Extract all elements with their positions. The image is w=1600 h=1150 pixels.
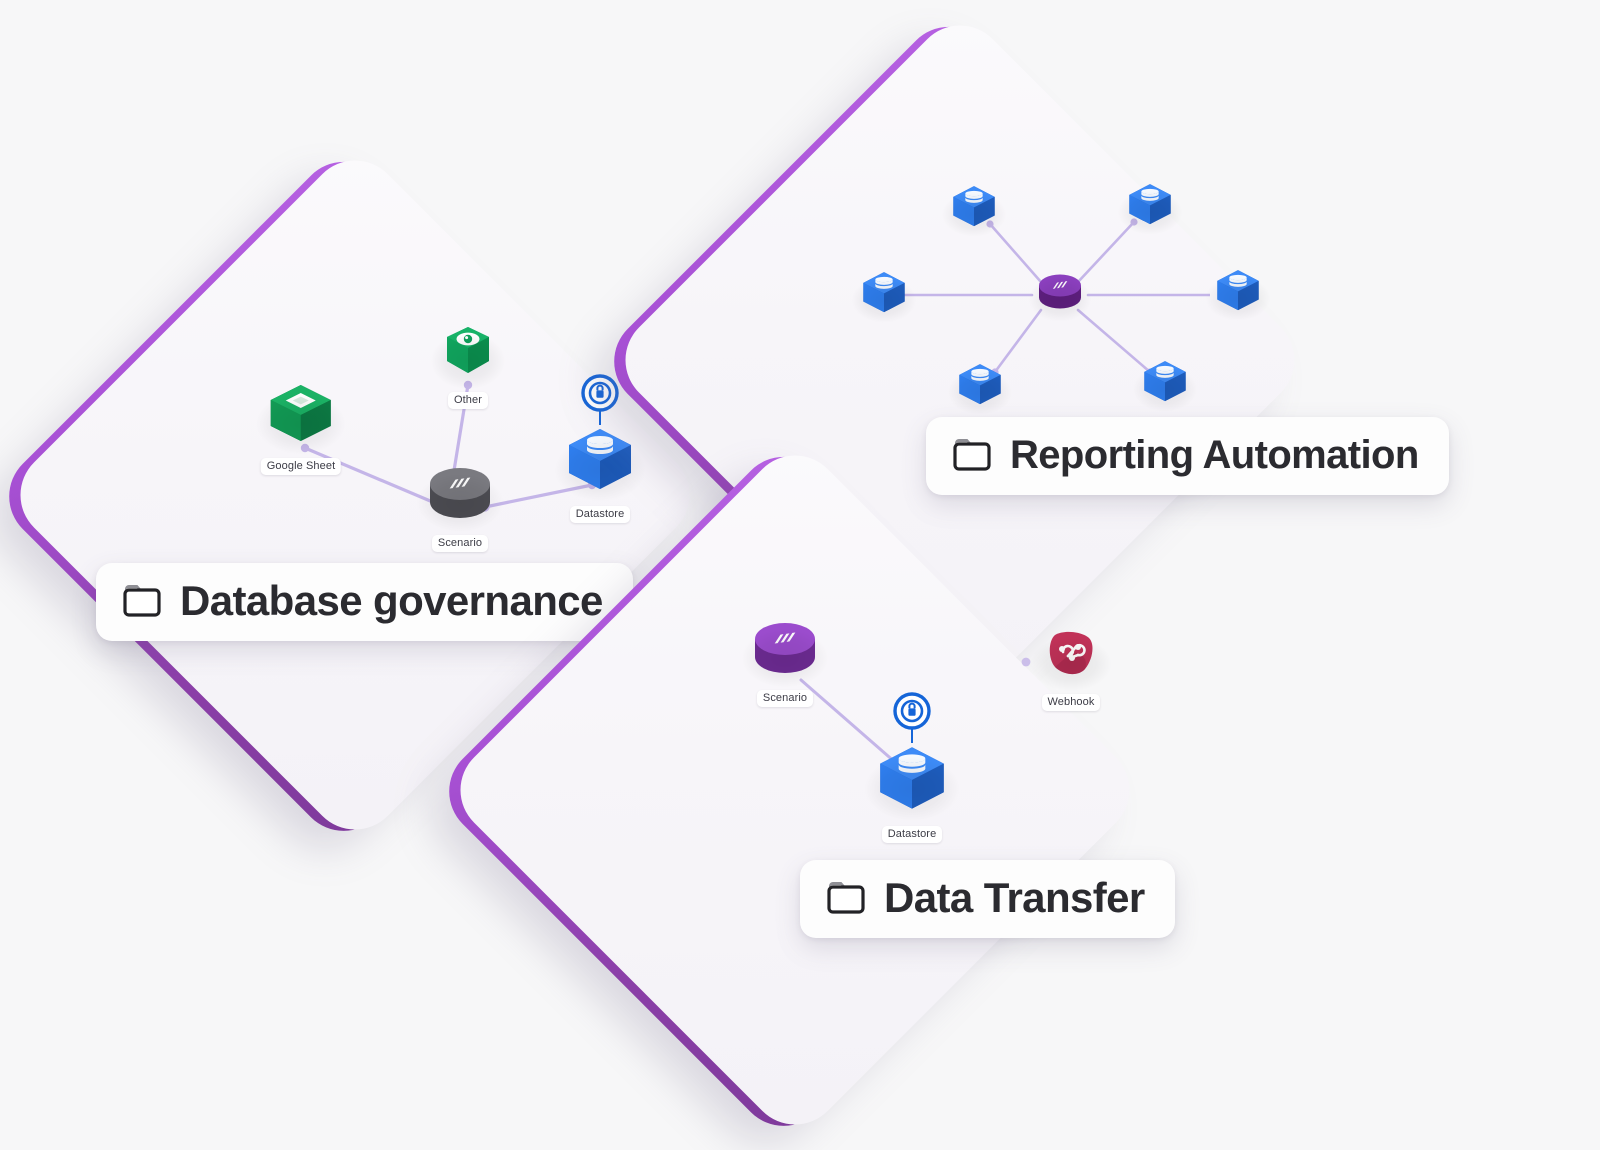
cylinder-icon <box>1039 274 1081 309</box>
node-glyph <box>942 182 1006 239</box>
canvas: Other Google Sheet <box>0 6 1449 1145</box>
node-halo <box>1133 367 1197 412</box>
lock-icon <box>581 374 619 412</box>
node-hub-scenario[interactable] <box>1029 269 1091 322</box>
shard-webhook-icon <box>1049 631 1093 675</box>
node-halo <box>431 333 505 390</box>
lock-badge <box>580 373 620 418</box>
node-datastore-top-left[interactable] <box>942 182 1006 239</box>
node-google-sheet[interactable]: Google Sheet <box>256 379 345 475</box>
cube-datastore-icon <box>1144 361 1186 402</box>
node-glyph <box>1029 269 1091 322</box>
lock-badge <box>892 691 932 736</box>
scenario-graph <box>710 110 1270 610</box>
node-halo <box>852 278 916 323</box>
node-datastore[interactable]: Datastore <box>555 374 645 523</box>
cylinder-icon <box>755 623 815 673</box>
node-glyph <box>852 268 916 325</box>
node-glyph <box>431 321 505 390</box>
cube-datastore-icon <box>953 186 995 227</box>
folder-pill-label: Reporting Automation <box>1010 433 1419 477</box>
folder-card-data-transfer[interactable]: Scenario <box>430 436 1149 1145</box>
lock-stem <box>911 725 913 743</box>
node-glyph <box>742 617 828 688</box>
cube-app-icon <box>270 385 331 441</box>
node-glyph <box>1031 625 1111 692</box>
folder-pill-label: Database governance <box>180 577 603 624</box>
node-halo <box>742 629 828 688</box>
node-halo <box>1031 636 1111 691</box>
node-label: Webhook <box>1041 694 1101 711</box>
node-halo <box>555 438 645 501</box>
node-datastore-bottom-left[interactable] <box>948 360 1012 417</box>
node-glyph <box>1206 266 1270 323</box>
node-halo <box>1029 277 1091 322</box>
folder-card-database-governance[interactable]: Other Google Sheet <box>0 141 709 850</box>
node-datastore-bottom-right[interactable] <box>1133 357 1197 414</box>
folder-pill-reporting-automation[interactable]: Reporting Automation <box>926 417 1449 495</box>
cube-datastore-icon <box>959 364 1001 405</box>
cube-datastore-icon <box>880 747 944 809</box>
cube-datastore-icon <box>1217 270 1259 311</box>
node-label: Scenario <box>756 690 814 707</box>
folder-icon <box>123 585 161 617</box>
node-glyph <box>417 462 503 533</box>
folder-icon <box>953 439 991 471</box>
cube-datastore-icon <box>569 429 631 489</box>
lock-stem <box>599 407 601 425</box>
node-glyph <box>865 692 959 824</box>
node-label: Datastore <box>881 826 943 843</box>
cube-datastore-icon <box>1129 184 1171 225</box>
node-halo <box>256 393 345 454</box>
node-scenario[interactable]: Scenario <box>742 617 828 707</box>
node-datastore-top-right[interactable] <box>1118 180 1182 237</box>
cube-datastore-icon <box>863 272 905 313</box>
folder-pill-label: Data Transfer <box>884 874 1145 921</box>
node-label: Other <box>447 392 488 409</box>
folder-pill-data-transfer[interactable]: Data Transfer <box>800 860 1175 938</box>
node-glyph <box>555 374 645 504</box>
hex-app-icon <box>447 327 489 373</box>
node-halo <box>948 370 1012 415</box>
node-datastore-left[interactable] <box>852 268 916 325</box>
folder-icon <box>827 882 865 914</box>
node-glyph <box>1118 180 1182 237</box>
connector-edges <box>300 380 597 512</box>
node-halo <box>1206 276 1270 321</box>
node-scenario[interactable]: Scenario <box>417 462 503 552</box>
cylinder-icon <box>430 468 490 518</box>
scenario-graph: Other Google Sheet <box>105 245 645 745</box>
connector-edges <box>799 657 1031 768</box>
node-glyph <box>1133 357 1197 414</box>
node-glyph <box>256 379 345 456</box>
node-datastore-right[interactable] <box>1206 266 1270 323</box>
node-label: Scenario <box>431 535 489 552</box>
node-halo <box>417 474 503 533</box>
node-datastore[interactable]: Datastore <box>865 692 959 843</box>
node-halo <box>942 192 1006 237</box>
node-label: Google Sheet <box>260 458 342 475</box>
node-glyph <box>948 360 1012 417</box>
node-halo <box>865 757 959 822</box>
node-label: Datastore <box>569 506 631 523</box>
node-halo <box>1118 190 1182 235</box>
scenario-graph: Scenario <box>545 540 1111 1040</box>
node-webhook[interactable]: Webhook <box>1031 625 1111 711</box>
lock-icon <box>893 692 931 730</box>
node-other[interactable]: Other <box>431 321 505 409</box>
folder-pill-database-governance[interactable]: Database governance <box>96 563 633 641</box>
folder-card-reporting-automation[interactable] <box>595 6 1314 715</box>
